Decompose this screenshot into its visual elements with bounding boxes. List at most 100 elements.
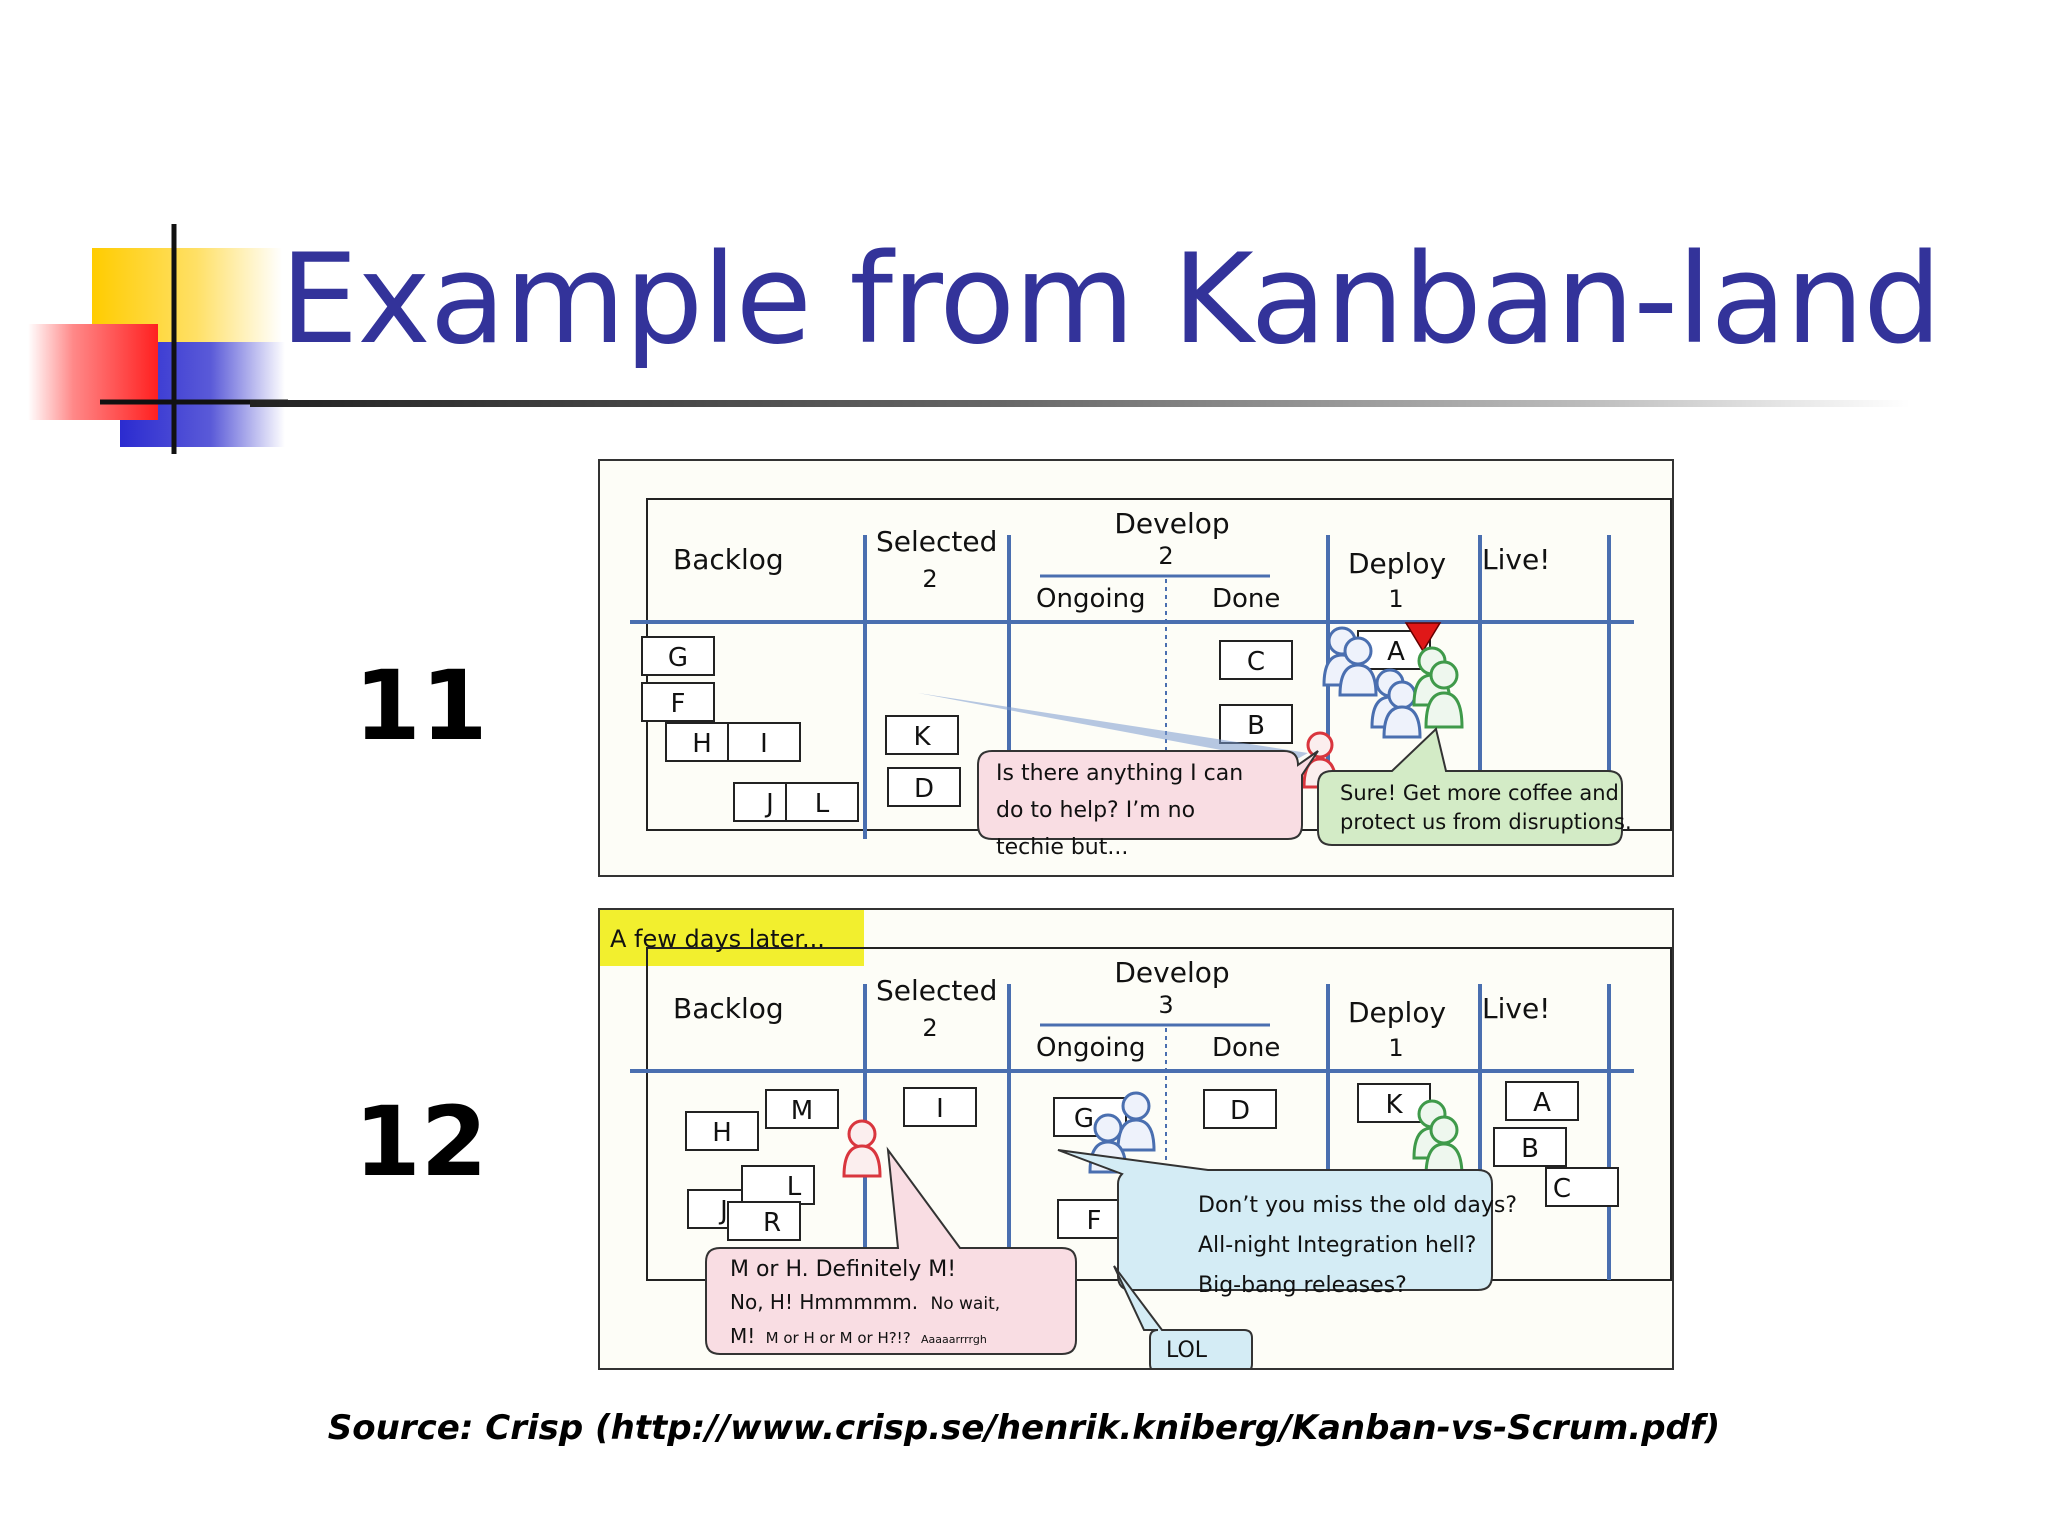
card-label: I [760, 729, 768, 759]
card-label: J [718, 1196, 728, 1226]
card-label: D [1230, 1096, 1250, 1126]
card-label: F [671, 689, 686, 719]
speech-bubble-lol: LOL [1113, 1265, 1253, 1368]
column-header-deploy: Deploy [1348, 547, 1446, 580]
card-label: G [668, 643, 688, 673]
kanban-board-snapshot-11: Backlog Selected 2 Develop 2 Ongoing Don… [598, 459, 1674, 877]
subcolumn-done: Done [1212, 584, 1280, 614]
card-label: F [1087, 1206, 1102, 1236]
card-label: R [763, 1208, 781, 1238]
card-r [727, 1201, 801, 1241]
card-label: K [913, 722, 931, 752]
caption-background [600, 910, 864, 966]
card-label: L [815, 789, 830, 819]
subcolumn-ongoing: Ongoing [1036, 1033, 1146, 1063]
card-b [1493, 1127, 1567, 1167]
source-citation: Source: Crisp (http://www.crisp.se/henri… [327, 1408, 1721, 1448]
card-label: B [1521, 1134, 1539, 1164]
selected-wip-limit: 2 [922, 1014, 937, 1042]
bubble-line: Sure! Get more coffee and [1340, 781, 1619, 805]
bubble-line: techie but... [996, 835, 1128, 860]
card-label: L [787, 1172, 802, 1202]
slide-logo-decoration [28, 224, 288, 454]
column-header-develop: Develop [1114, 507, 1229, 540]
speech-bubble-team: Sure! Get more coffee and protect us fro… [1317, 727, 1632, 846]
card-c [1545, 1167, 1619, 1207]
bubble-line-part: No, H! Hmmmmm. [730, 1290, 918, 1314]
card-d [1203, 1089, 1277, 1129]
column-header-selected: Selected [876, 974, 997, 1007]
subcolumn-ongoing: Ongoing [1036, 584, 1146, 614]
card-f [641, 682, 715, 722]
bubble-line: Don’t you miss the old days? [1198, 1193, 1517, 1218]
card-label: B [1247, 711, 1265, 741]
bubble-line: Big-bang releases? [1198, 1273, 1407, 1298]
speech-bubble-developers: Don’t you miss the old days? All-night I… [1057, 1149, 1517, 1298]
title-underline-rule [250, 400, 1910, 407]
bubble-line-part: M or H or M or H?!? [766, 1329, 911, 1347]
card-g [641, 636, 715, 676]
column-header-develop: Develop [1114, 956, 1229, 989]
card-h [665, 722, 739, 762]
column-header-selected: Selected [876, 525, 997, 558]
bubble-line: do to help? I’m no [996, 798, 1195, 823]
card-label: M [791, 1096, 813, 1126]
kanban-board-snapshot-12: A few days later... Backlog Selected 2 D… [598, 908, 1674, 1370]
person-icon-green [1412, 646, 1464, 729]
bubble-line: Is there anything I can [996, 761, 1243, 786]
card-k [885, 715, 959, 755]
person-icon-red [842, 1119, 882, 1178]
speech-bubble-manager: Is there anything I can do to help? I’m … [977, 750, 1319, 860]
column-header-deploy: Deploy [1348, 996, 1446, 1029]
develop-wip-limit: 2 [1158, 542, 1173, 570]
blocked-warning-icon [1404, 622, 1442, 653]
deploy-wip-limit: 1 [1388, 1034, 1403, 1062]
card-i [727, 722, 801, 762]
card-label: D [914, 774, 934, 804]
card-c [1219, 640, 1293, 680]
deploy-wip-limit: 1 [1388, 585, 1403, 613]
card-l [785, 782, 859, 822]
column-header-live: Live! [1482, 992, 1550, 1025]
card-label: A [1387, 637, 1405, 667]
slide-number-12: 12 [354, 1086, 488, 1198]
card-label: H [692, 729, 712, 759]
pointer-streak-graphic [918, 693, 1308, 763]
card-b [1219, 704, 1293, 744]
bubble-line-part: M! [730, 1324, 755, 1348]
card-a [1505, 1081, 1579, 1121]
subcolumn-done: Done [1212, 1033, 1280, 1063]
bubble-line-part: No wait, [931, 1294, 1001, 1314]
card-m [765, 1089, 839, 1129]
card-label: G [1074, 1104, 1094, 1134]
card-label: C [1553, 1174, 1571, 1204]
column-header-backlog: Backlog [673, 543, 784, 576]
column-header-live: Live! [1482, 543, 1550, 576]
slide-title: Example from Kanban-land [280, 228, 1942, 372]
card-label: A [1533, 1088, 1551, 1118]
speech-bubble-product-owner: M or H. Definitely M! No, H! Hmmmmm. No … [705, 1146, 1077, 1355]
card-label: C [1247, 647, 1265, 677]
bubble-line: M! M or H or M or H?!? Aaaaarrrrgh [730, 1324, 987, 1348]
bubble-line: All-night Integration hell? [1198, 1233, 1476, 1258]
selected-wip-limit: 2 [922, 565, 937, 593]
person-icon-blue [1322, 626, 1422, 739]
bubble-line: No, H! Hmmmmm. No wait, [730, 1290, 1000, 1314]
card-i [903, 1087, 977, 1127]
card-label: K [1385, 1090, 1403, 1120]
card-d [887, 767, 961, 807]
card-label: I [936, 1094, 944, 1124]
develop-wip-limit: 3 [1158, 991, 1173, 1019]
color-squares-graphic [28, 224, 288, 454]
bubble-lol-text: LOL [1166, 1338, 1208, 1363]
card-label: J [764, 789, 774, 819]
board-grid-lines [630, 984, 1634, 1288]
person-icon-green [1412, 1099, 1464, 1178]
card-l [741, 1165, 815, 1205]
bubble-line-part: Aaaaarrrrgh [921, 1333, 987, 1346]
card-label: H [712, 1118, 732, 1148]
bubble-line: M or H. Definitely M! [730, 1257, 956, 1282]
bubble-line: protect us from disruptions. [1340, 810, 1632, 834]
card-h [685, 1111, 759, 1151]
column-header-backlog: Backlog [673, 992, 784, 1025]
